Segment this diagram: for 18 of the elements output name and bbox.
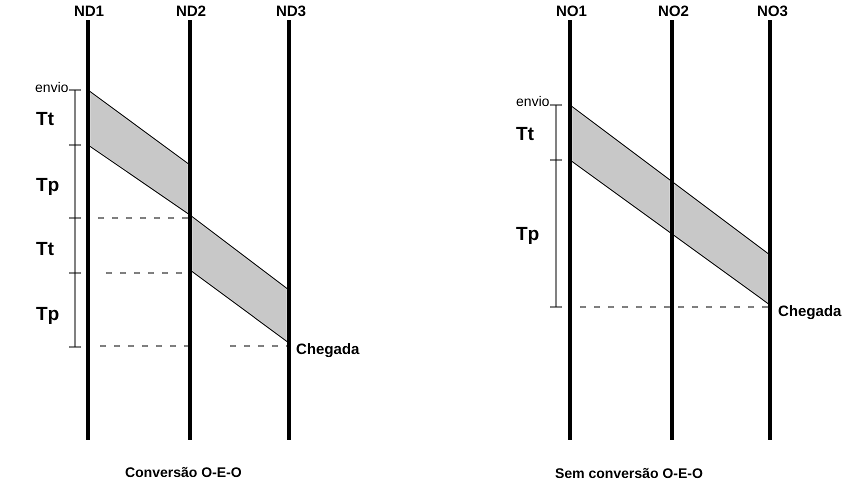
interval-label: Tp [36,305,60,324]
event-label: envio [35,80,68,94]
column-header: NO2 [658,4,689,19]
interval-label: Tt [516,125,534,144]
caption: Conversão O-E-O [125,465,242,479]
event-label: Chegada [296,342,360,357]
event-label: Chegada [778,304,842,319]
interval-label: Tt [36,110,54,129]
interval-label: Tp [36,176,60,195]
event-label: envio [516,94,550,108]
column-header: NO1 [556,4,587,19]
column-header: ND2 [176,4,206,19]
column-header: NO3 [757,4,788,19]
column-header: ND1 [74,4,104,19]
interval-label: Tp [516,225,540,244]
interval-label: Tt [36,240,54,259]
column-header: ND3 [276,4,306,19]
caption: Sem conversão O-E-O [555,466,703,480]
